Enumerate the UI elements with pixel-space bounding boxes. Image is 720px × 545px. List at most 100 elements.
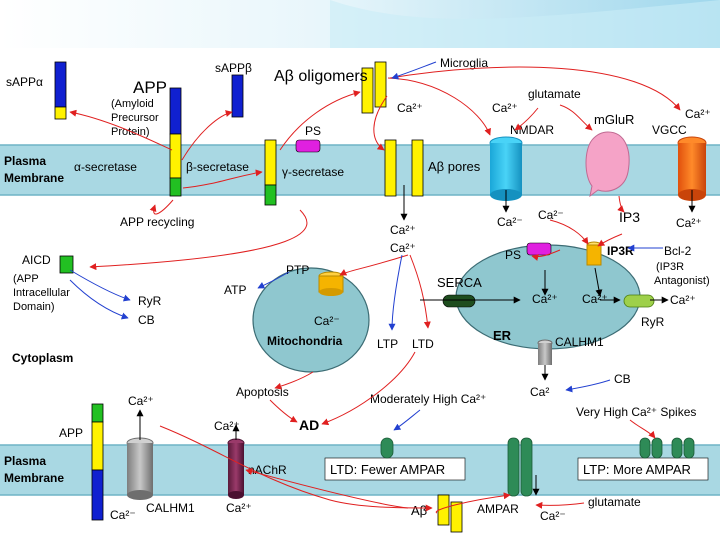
ab-bottom-2 bbox=[450, 501, 463, 533]
cytoplasm-label: Cytoplasm bbox=[12, 351, 73, 365]
ps-er-label: PS bbox=[505, 248, 521, 262]
ca-ampar-label: Ca²⁻ bbox=[540, 509, 566, 523]
microglia-label: Microglia bbox=[440, 56, 488, 70]
ca-vgcc-label: Ca²⁺ bbox=[685, 107, 711, 121]
mitochondria bbox=[252, 267, 370, 373]
app-bottom-protein bbox=[91, 403, 104, 423]
ca-under-pore-1: Ca²⁺ bbox=[390, 223, 416, 237]
app-full-2: Precursor bbox=[111, 112, 159, 124]
aicd-full-3: Domain) bbox=[13, 301, 55, 313]
aicd-full-1: (APP bbox=[13, 273, 39, 285]
vgcc-label: VGCC bbox=[652, 123, 687, 137]
bottom-membrane-label-1: Plasma bbox=[4, 454, 46, 468]
ltd-box-label: LTD: Fewer AMPAR bbox=[330, 462, 445, 477]
nachr-channel bbox=[228, 443, 244, 495]
atp-label: ATP bbox=[224, 283, 246, 297]
sapp-beta-fragment bbox=[231, 74, 244, 118]
ca-nmdar-label: Ca²⁺ bbox=[492, 101, 518, 115]
ip3r-antag-2: Antagonist) bbox=[654, 275, 710, 287]
ip3r-channel bbox=[586, 244, 602, 266]
apoptosis-label: Apoptosis bbox=[236, 385, 289, 399]
ltp-box-label: LTP: More AMPAR bbox=[583, 462, 691, 477]
app-title: APP bbox=[133, 78, 167, 97]
ab-pore-right bbox=[411, 139, 424, 197]
ltp-label: LTP bbox=[377, 337, 398, 351]
ca-pore-top: Ca²⁺ bbox=[397, 101, 423, 115]
app-recycling-label: APP recycling bbox=[120, 215, 194, 229]
ab-pore-left bbox=[384, 139, 397, 197]
gamma-secretase-label: γ-secretase bbox=[282, 165, 344, 179]
app-protein bbox=[169, 87, 182, 135]
very-high-ca-label: Very High Ca²⁺ Spikes bbox=[576, 405, 696, 419]
ampar-1 bbox=[507, 437, 520, 497]
ip3r-antag-1: (IP3R bbox=[656, 261, 684, 273]
calhm1-bottom-channel bbox=[127, 443, 153, 495]
gamma-cleaved-app bbox=[264, 139, 277, 186]
app-full-1: (Amyloid bbox=[111, 98, 154, 110]
aicd-full-2: Intracellular bbox=[13, 287, 70, 299]
top-membrane-label-1: Plasma bbox=[4, 154, 46, 168]
glutamate-bottom-label: glutamate bbox=[588, 495, 641, 509]
serca-pump bbox=[442, 294, 476, 308]
ampar-ltd bbox=[380, 437, 394, 459]
bcl2-label: Bcl-2 bbox=[664, 244, 692, 258]
app-bottom-label: APP bbox=[59, 426, 83, 440]
vgcc-channel bbox=[678, 143, 706, 195]
ca-under-nmdar: Ca²⁻ bbox=[497, 215, 523, 229]
ab-bottom-label: Aβ bbox=[411, 503, 427, 518]
ab-oligomers-label: Aβ oligomers bbox=[274, 68, 368, 85]
moderately-high-ca-label: Moderately High Ca²⁺ bbox=[370, 392, 486, 406]
ca-mito-label: Ca²⁻ bbox=[314, 314, 340, 328]
ptp-label: PTP bbox=[286, 263, 309, 277]
ampar-ltp-2 bbox=[671, 437, 683, 459]
ca-nachr-bottom: Ca²⁺ bbox=[226, 501, 252, 515]
er-label: ER bbox=[493, 328, 512, 343]
nmdar-channel bbox=[490, 143, 522, 195]
ltd-box bbox=[324, 457, 466, 481]
ca-er-top: Ca²⁻ bbox=[538, 208, 564, 222]
aicd-fragment bbox=[59, 255, 74, 274]
calhm1-er-channel bbox=[538, 343, 552, 365]
ryr-er-channel bbox=[623, 294, 655, 308]
calhm1-er-label: CALHM1 bbox=[555, 335, 604, 349]
aicd-label: AICD bbox=[22, 253, 51, 267]
glutamate-top-label: glutamate bbox=[528, 87, 581, 101]
ca-er-2: Ca²⁺ bbox=[582, 292, 608, 306]
ca-under-vgcc: Ca²⁺ bbox=[676, 216, 702, 230]
ryr-er-label: RyR bbox=[641, 315, 665, 329]
ca-below-calhm: Ca² bbox=[530, 385, 549, 399]
sapp-alpha-label: sAPPα bbox=[6, 75, 43, 89]
sapp-alpha-fragment bbox=[54, 61, 67, 108]
red-arrows bbox=[69, 66, 681, 514]
nmdar-label: NMDAR bbox=[510, 123, 554, 137]
blue-arrows bbox=[69, 61, 663, 431]
ca-calhm-bottom: Ca²⁻ bbox=[110, 508, 136, 522]
ab-pores-label: Aβ pores bbox=[428, 159, 481, 174]
ab-oligomer-1 bbox=[361, 67, 374, 114]
mglur-receptor bbox=[585, 131, 630, 198]
ca-bottom-1: Ca²⁺ bbox=[128, 394, 154, 408]
ps-top-label: PS bbox=[305, 124, 321, 138]
ad-label: AD bbox=[299, 417, 319, 433]
nachr-label: nAChR bbox=[248, 463, 287, 477]
ca-er-right: Ca²⁺ bbox=[670, 293, 696, 307]
ip3r-label: IP3R bbox=[607, 244, 634, 258]
presenilin-top bbox=[295, 139, 321, 153]
beta-secretase-label: β-secretase bbox=[186, 160, 249, 174]
cb-left-label: CB bbox=[138, 313, 155, 327]
calhm1-bottom-label: CALHM1 bbox=[146, 501, 195, 515]
ampar-label: AMPAR bbox=[477, 502, 519, 516]
ltd-label: LTD bbox=[412, 337, 434, 351]
alpha-secretase-label: α-secretase bbox=[74, 160, 137, 174]
mitochondria-label: Mitochondria bbox=[267, 334, 343, 348]
ip3-label: IP3 bbox=[619, 209, 640, 225]
top-membrane-label-2: Membrane bbox=[4, 171, 64, 185]
ca-under-pore-2: Ca²⁺ bbox=[390, 241, 416, 255]
ca-er-1: Ca²⁺ bbox=[532, 292, 558, 306]
ryr-left-label: RyR bbox=[138, 294, 162, 308]
app-full-3: Protein) bbox=[111, 126, 150, 138]
serca-label: SERCA bbox=[437, 275, 482, 290]
cb-right-label: CB bbox=[614, 372, 631, 386]
